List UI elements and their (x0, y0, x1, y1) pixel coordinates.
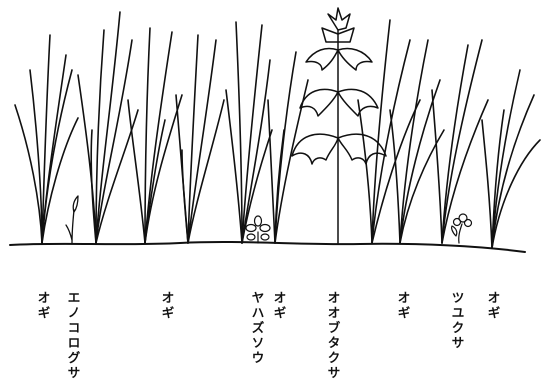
oghi-clump-9 (431, 39, 489, 244)
oghi-clump-7 (357, 19, 421, 244)
oghi-clump-6 (267, 51, 309, 244)
oghi-clump-1 (14, 34, 79, 244)
oghi-clump-8 (389, 39, 445, 244)
label-tsuyukusa: ツユクサ (451, 290, 465, 350)
oghi-clump-4 (175, 34, 225, 244)
yahazusou-plant (245, 215, 271, 244)
label-oghi-4: オギ (397, 290, 411, 320)
oghi-clump-10 (481, 69, 541, 249)
ootabuta-plant (291, 7, 387, 244)
label-enokorogusa: エノコログサ (67, 290, 81, 380)
oghi-clump-2 (77, 11, 139, 244)
label-oghi-5: オギ (487, 290, 501, 320)
label-yahazusou: ヤハズソウ (251, 290, 265, 365)
label-oghi-3: オギ (273, 290, 287, 320)
enokorogusa-plant (65, 195, 79, 244)
label-ootabuta: オオブタクサ (327, 290, 341, 380)
oghi-clump-3 (127, 27, 183, 244)
ground-line (9, 241, 526, 253)
label-oghi-2: オギ (161, 290, 175, 320)
oghi-clump-5 (225, 21, 273, 244)
label-oghi-1: オギ (37, 290, 51, 320)
tsuyukusa-plant (451, 213, 473, 244)
